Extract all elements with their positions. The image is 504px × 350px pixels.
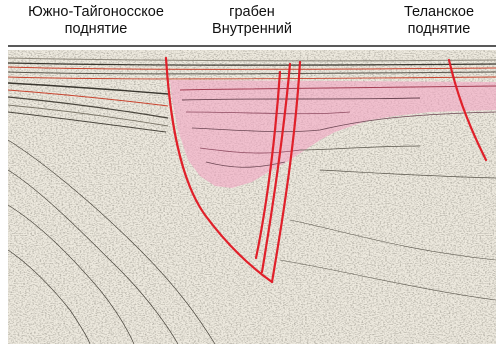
label-right-line2: поднятие: [376, 21, 502, 38]
label-right-line1: Теланское: [376, 4, 502, 21]
label-left-line2: поднятие: [4, 21, 188, 38]
label-south-taigonos-uplift: Южно-Тайгоносское поднятие: [4, 4, 188, 38]
label-left-line1: Южно-Тайгоносское: [4, 4, 188, 21]
label-inner-graben: грабен Внутренний: [196, 4, 308, 38]
label-telan-uplift: Теланское поднятие: [376, 4, 502, 38]
label-mid-line1: грабен: [196, 4, 308, 21]
label-mid-line2: Внутренний: [196, 21, 308, 38]
